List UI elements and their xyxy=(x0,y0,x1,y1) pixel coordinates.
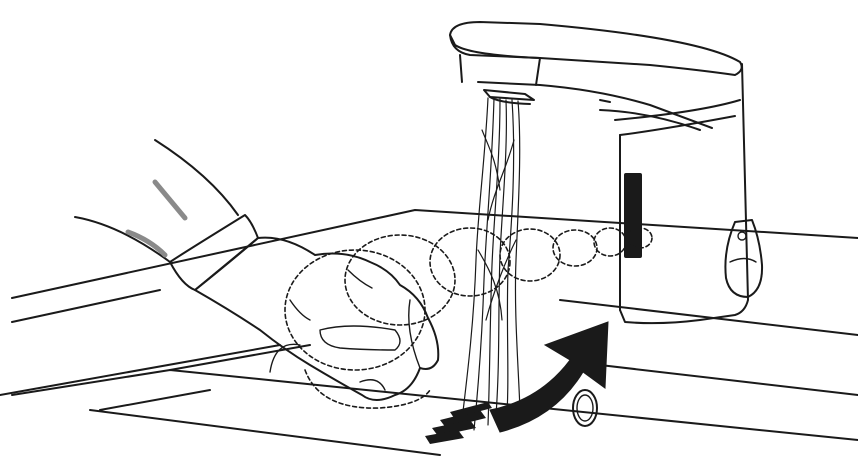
water-stream-icon xyxy=(461,97,521,431)
lever-knob-icon xyxy=(724,219,764,298)
faucet-icon xyxy=(449,21,749,325)
drain-icon xyxy=(572,389,598,427)
sink-counter xyxy=(0,209,858,456)
hand-icon xyxy=(74,139,440,401)
direction-arrow-icon xyxy=(425,321,609,444)
